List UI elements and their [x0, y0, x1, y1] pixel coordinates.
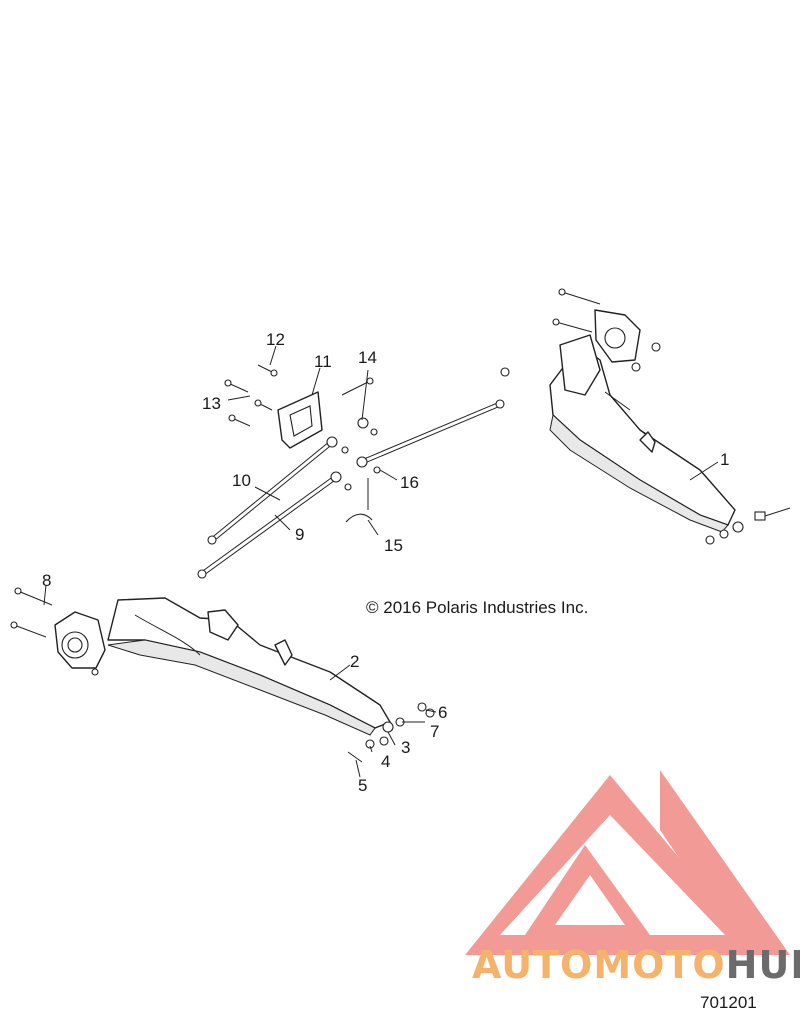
callout-2: 2	[350, 652, 359, 671]
callout-labels: 1 2 3 4 5 6 7 8 9 10 11 12 13 14 15 16	[42, 330, 729, 795]
callout-10: 10	[232, 471, 251, 490]
callout-7: 7	[430, 722, 439, 741]
leader-lines	[43, 345, 719, 778]
watermark-brand-part2: HUB	[726, 943, 800, 987]
callout-15: 15	[384, 536, 403, 555]
callout-11: 11	[314, 352, 332, 371]
copyright-text: © 2016 Polaris Industries Inc.	[366, 598, 588, 617]
watermark-brand-part1: AUTOMOTO	[472, 943, 726, 987]
callout-5: 5	[358, 776, 367, 795]
callout-1: 1	[720, 450, 729, 469]
watermark-logo	[465, 770, 790, 955]
callout-9: 9	[295, 525, 304, 544]
hub-right	[552, 288, 661, 372]
hub-left	[10, 587, 106, 676]
callout-16: 16	[400, 473, 419, 492]
figure-number: 701201	[700, 993, 757, 1012]
trailing-arm-left	[107, 597, 435, 763]
callout-8: 8	[42, 571, 51, 590]
callout-13: 13	[202, 394, 221, 413]
watermark-brand: AUTOMOTOHUB	[472, 943, 800, 987]
trailing-arm-right	[549, 334, 791, 545]
hardware	[224, 364, 381, 523]
control-rods	[197, 367, 510, 579]
callout-12: 12	[266, 330, 285, 349]
callout-6: 6	[438, 703, 447, 722]
callout-4: 4	[381, 752, 390, 771]
bracket-11	[277, 391, 323, 449]
callout-3: 3	[401, 738, 410, 757]
callout-14: 14	[358, 348, 377, 367]
